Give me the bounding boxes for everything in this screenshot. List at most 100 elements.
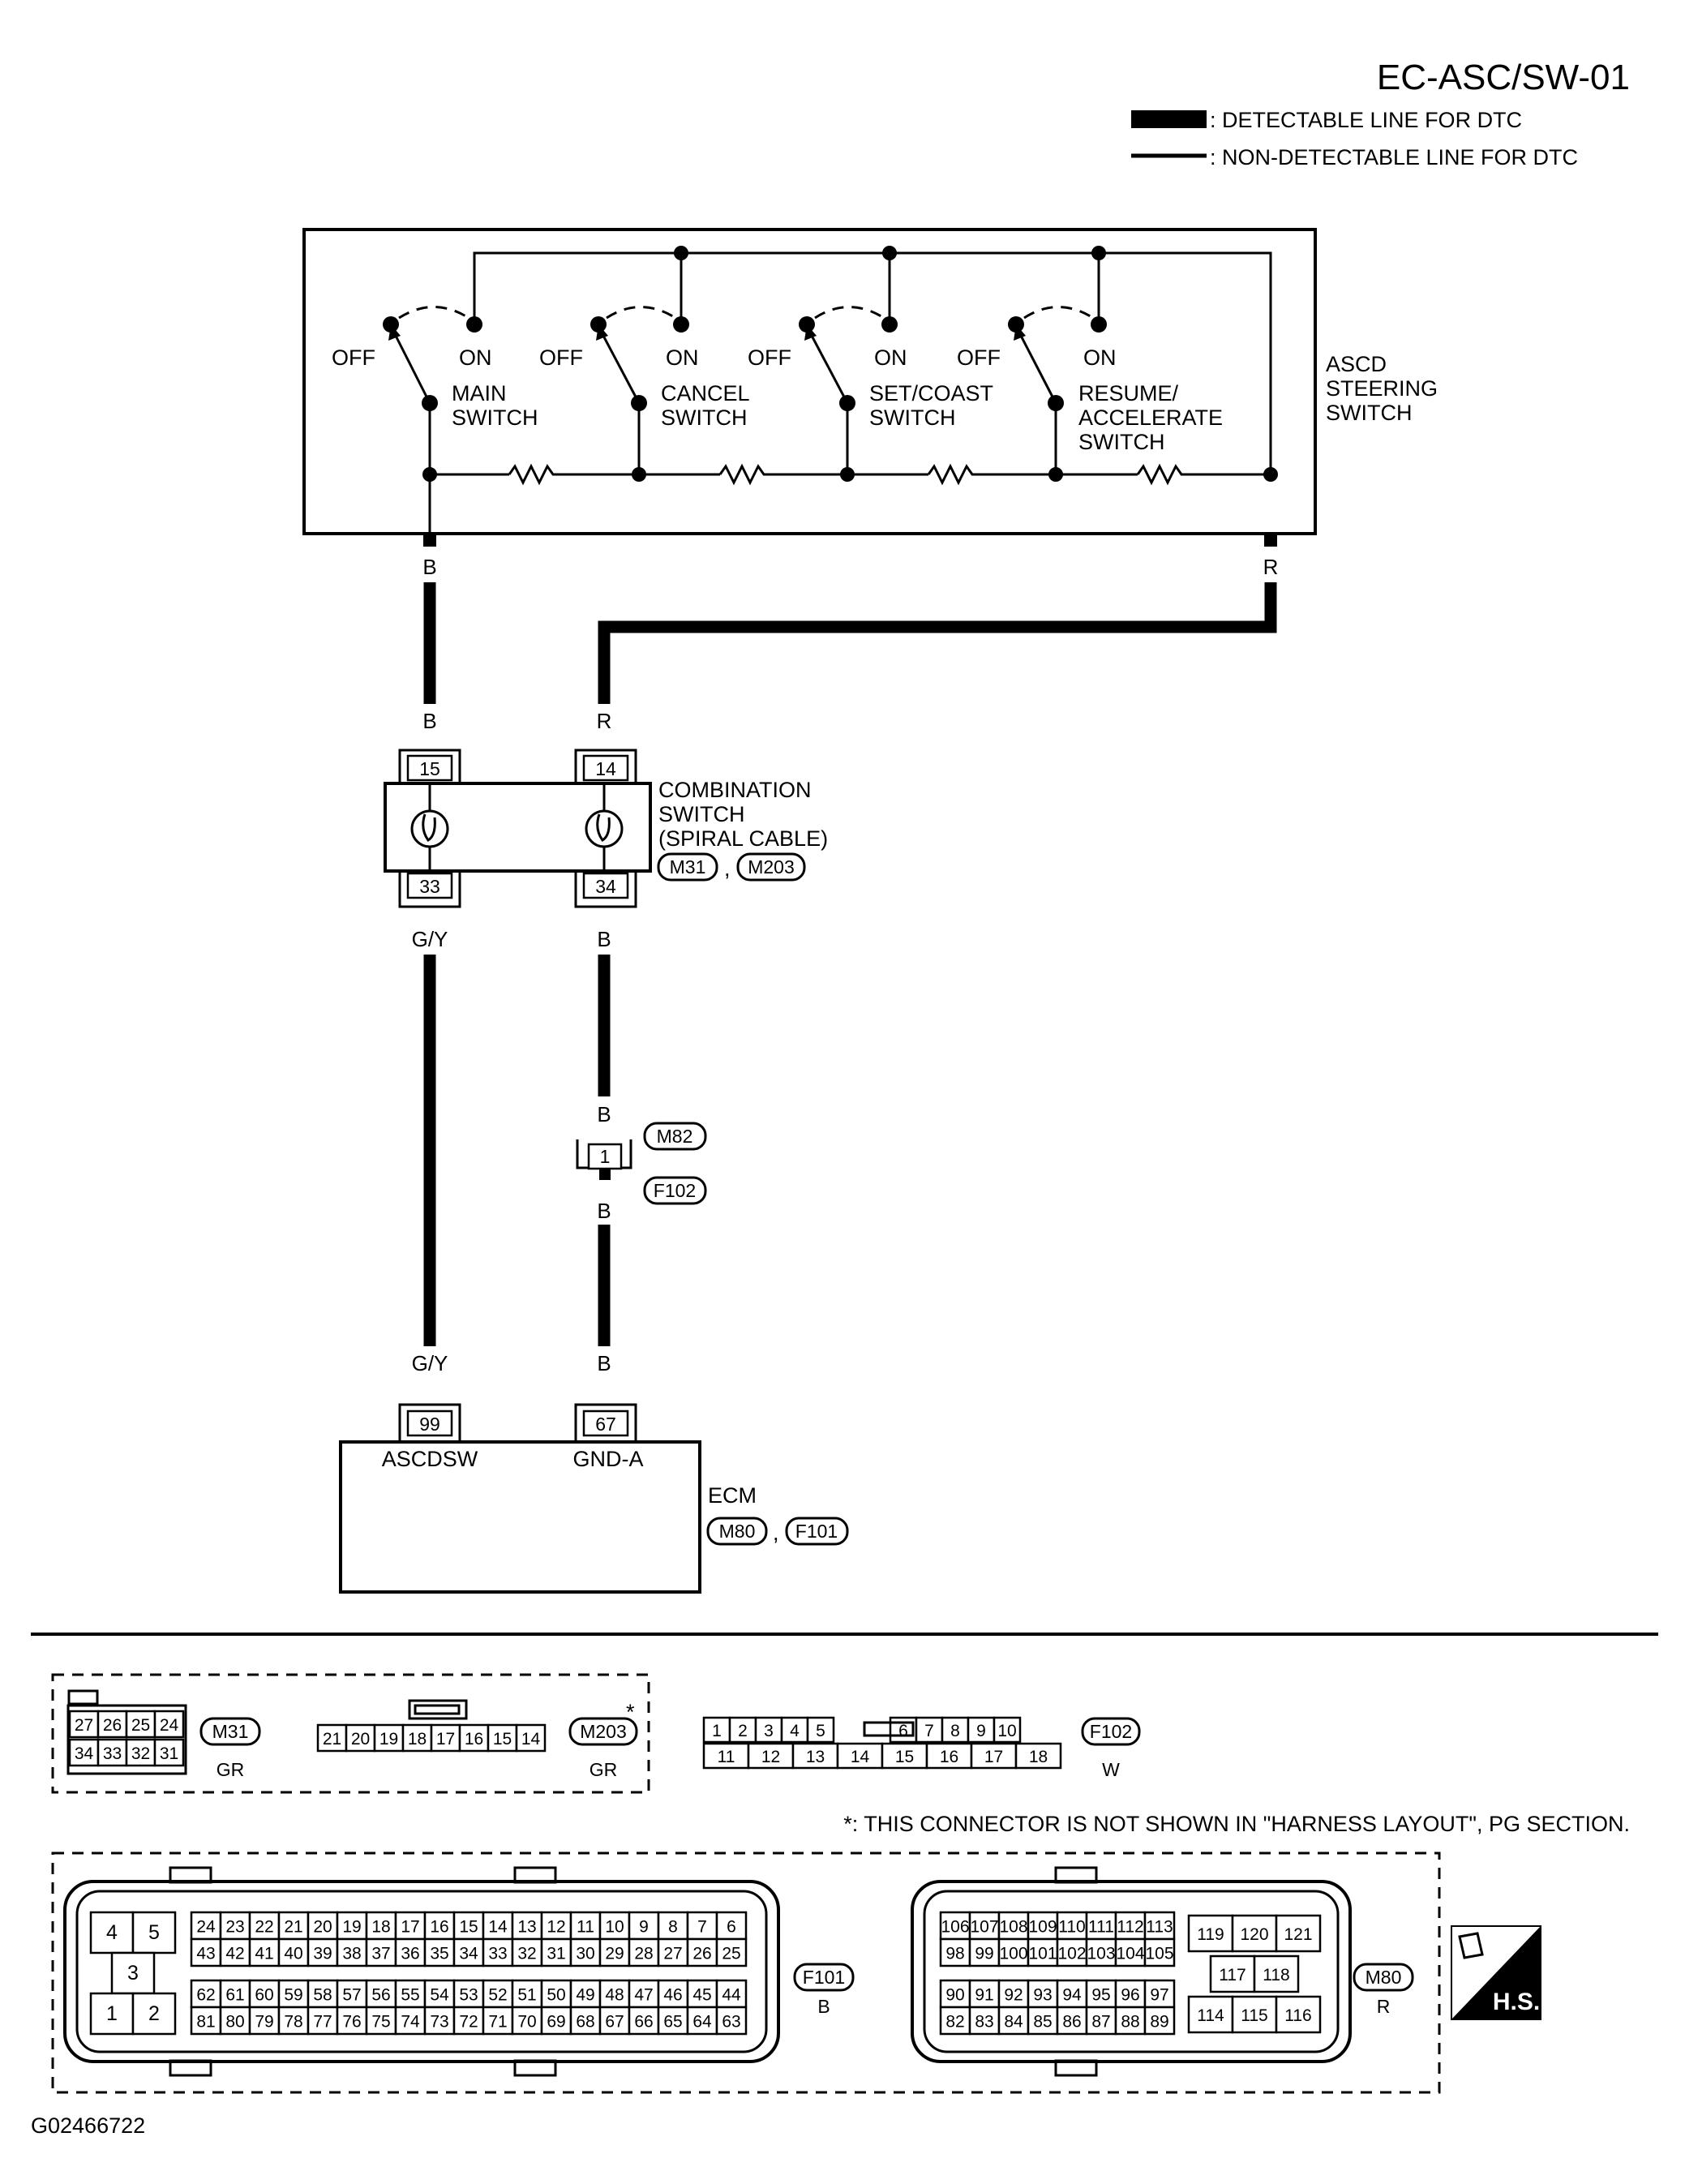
pin-box bbox=[406, 1410, 453, 1437]
cell-label: 14 bbox=[488, 1918, 508, 1937]
cell-label: 91 bbox=[975, 1986, 993, 2005]
connector-cell bbox=[511, 1937, 543, 1967]
pin-housing bbox=[574, 749, 637, 783]
ascd-label: STEERING bbox=[1326, 376, 1438, 401]
cell-label: 34 bbox=[75, 1744, 94, 1763]
connector-cell bbox=[336, 1911, 368, 1941]
connector-id: M203 bbox=[748, 856, 795, 877]
cell-label: 52 bbox=[488, 1986, 507, 2005]
junction-dot bbox=[674, 246, 688, 260]
connector-inner bbox=[75, 1890, 768, 2053]
arrowhead bbox=[388, 324, 401, 341]
spiral-cable-body bbox=[384, 782, 652, 873]
switch-label: SWITCH bbox=[661, 405, 747, 430]
cell-label: 50 bbox=[547, 1986, 565, 2005]
junction-dot bbox=[1091, 246, 1106, 260]
spiral-coil bbox=[410, 809, 449, 848]
connector-cell bbox=[345, 1723, 376, 1753]
connector-cell bbox=[1085, 2006, 1117, 2036]
connector-cell bbox=[277, 1911, 310, 1941]
cell-label: 35 bbox=[430, 1945, 448, 1963]
cell-label: 67 bbox=[605, 2013, 624, 2032]
switch-blade bbox=[809, 333, 849, 404]
joint-connector: 1 M82 F102 bbox=[576, 1122, 707, 1205]
cell-label: 110 bbox=[1058, 1918, 1085, 1937]
connector-cell bbox=[1014, 1742, 1062, 1770]
connector-cell bbox=[1231, 1995, 1278, 2034]
connector-cell bbox=[569, 2006, 602, 2036]
connector-color: R bbox=[1377, 1996, 1391, 2017]
combination-switch: 15 14 33 34 COMBINATION SWITCH (SPIRAL C… bbox=[384, 749, 828, 908]
cell-label: 69 bbox=[547, 2013, 565, 2032]
cell-label: 34 bbox=[459, 1945, 478, 1963]
cell-label: 45 bbox=[692, 1986, 711, 2005]
pin-box bbox=[406, 754, 453, 782]
combination-switch-label: SWITCH bbox=[658, 802, 744, 826]
ascd-label: ASCD bbox=[1326, 352, 1387, 376]
cell-label: 111 bbox=[1088, 1918, 1114, 1937]
cell-label: 2 bbox=[738, 1722, 748, 1740]
switch-label: SWITCH bbox=[452, 405, 538, 430]
arrowhead bbox=[804, 324, 817, 341]
wire-color-label: B bbox=[422, 709, 436, 733]
cell-label: 58 bbox=[313, 1986, 332, 2005]
connector-cell bbox=[219, 1937, 251, 1967]
pin-number: 99 bbox=[419, 1414, 440, 1435]
arrowhead bbox=[1014, 324, 1026, 341]
connector-tab bbox=[1054, 2059, 1098, 2077]
on-contact bbox=[881, 316, 898, 333]
connector-cell bbox=[715, 1937, 748, 1967]
cell-label: 49 bbox=[576, 1986, 594, 2005]
legend-detectable-text: : DETECTABLE LINE FOR DTC bbox=[1210, 108, 1522, 132]
wire-color-label: B bbox=[597, 1199, 611, 1223]
badge-frame bbox=[1451, 1925, 1541, 2020]
cell-label: 117 bbox=[1219, 1966, 1246, 1984]
connector-cell bbox=[598, 1937, 631, 1967]
cell-label: 24 bbox=[196, 1918, 216, 1937]
cell-label: 75 bbox=[371, 2013, 390, 2032]
cell-label: 21 bbox=[284, 1918, 302, 1937]
connector-cell bbox=[1085, 1911, 1117, 1941]
ascd-steering-switch: OFF ON MAIN SWITCH OFF ON CANCEL SWITCH bbox=[302, 228, 1438, 535]
cell-label: 101 bbox=[1028, 1945, 1057, 1963]
cell-label: 96 bbox=[1121, 1986, 1139, 2005]
connector-color: W bbox=[1102, 1759, 1120, 1780]
ascd-label: SWITCH bbox=[1326, 401, 1412, 425]
cell-label: 26 bbox=[103, 1716, 122, 1735]
connector-tag bbox=[1353, 1963, 1414, 1992]
connector-cell bbox=[153, 1738, 185, 1767]
hs-badge: H.S. bbox=[1451, 1925, 1541, 2020]
spiral-coil bbox=[585, 809, 624, 848]
cell-label: 102 bbox=[1057, 1945, 1086, 1963]
connector-color: GR bbox=[217, 1759, 245, 1780]
diagram-code: EC-ASC/SW-01 bbox=[1377, 58, 1630, 97]
cell-label: 18 bbox=[371, 1918, 390, 1937]
cell-label: 41 bbox=[255, 1945, 273, 1963]
connector-cell bbox=[394, 2006, 427, 2036]
switch-label: CANCEL bbox=[661, 381, 750, 405]
cell-label: 99 bbox=[975, 1945, 993, 1963]
connector-id: F102 bbox=[1090, 1721, 1132, 1742]
pin-box bbox=[582, 1410, 629, 1437]
connector-cell bbox=[277, 1937, 310, 1967]
cell-label: 89 bbox=[1150, 2013, 1168, 2032]
cell-label: 109 bbox=[1028, 1918, 1057, 1937]
asterisk-mark: * bbox=[626, 1700, 635, 1724]
cell-label: 7 bbox=[924, 1722, 934, 1740]
cell-label: 5 bbox=[148, 1921, 160, 1944]
cell-label: 25 bbox=[131, 1716, 150, 1735]
resistor-gap bbox=[928, 462, 977, 487]
cell-label: 44 bbox=[722, 1986, 741, 2005]
pin-housing bbox=[574, 1403, 637, 1442]
resistor-gap bbox=[720, 462, 769, 487]
cell-label: 16 bbox=[940, 1748, 958, 1766]
pin-number: 15 bbox=[419, 758, 440, 779]
pin-housing bbox=[398, 871, 461, 908]
connector-cell bbox=[628, 2006, 660, 2036]
off-label: OFF bbox=[748, 345, 791, 370]
cell-label: 47 bbox=[634, 1986, 653, 2005]
